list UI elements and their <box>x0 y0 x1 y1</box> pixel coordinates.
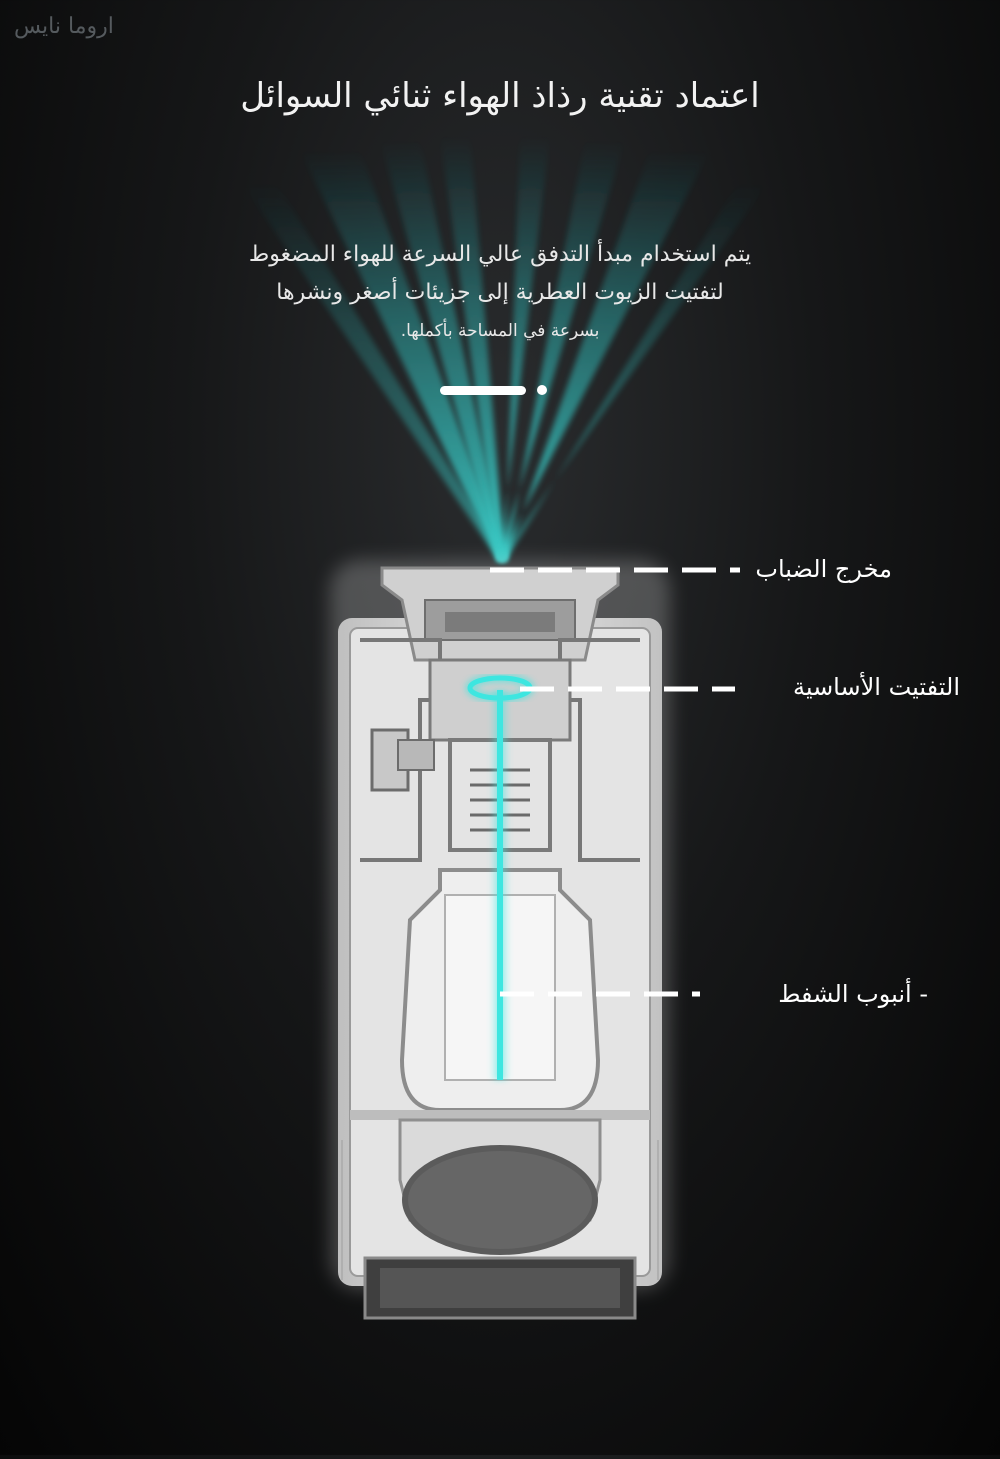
suction-tube <box>497 690 503 1080</box>
description-line-1: يتم استخدام مبدأ التدفق عالي السرعة للهو… <box>248 242 752 267</box>
page-title: اعتماد تقنية رذاذ الهواء ثنائي السوائل <box>240 76 760 116</box>
mist-spray <box>240 135 770 560</box>
label-mist-outlet: مخرج الضباب <box>755 555 892 583</box>
indicator-dash <box>440 386 526 395</box>
indicator-dot <box>537 385 547 395</box>
description: يتم استخدام مبدأ التدفق عالي السرعة للهو… <box>210 236 790 350</box>
description-line-3: بسرعة في المساحة بأكملها. <box>400 321 600 341</box>
label-suction-tube: - أنبوب الشفط <box>778 980 928 1008</box>
label-core-atomization: التفتيت الأساسية <box>792 673 960 701</box>
callout-lines <box>490 567 740 997</box>
description-line-2: لتفتيت الزيوت العطرية إلى جزيئات أصغر ون… <box>276 280 724 305</box>
brand-watermark: اروما نايس <box>14 14 114 39</box>
